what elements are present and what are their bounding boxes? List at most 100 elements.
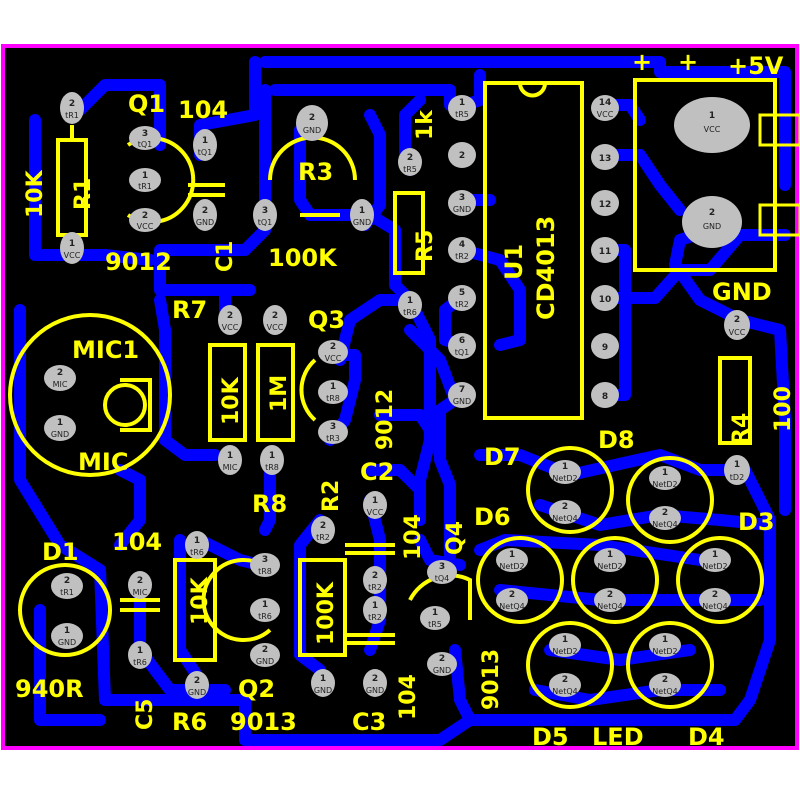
pad-label: VCC [137, 222, 154, 231]
pad-label: VCC [267, 323, 284, 332]
u1-chip: CD4013 [532, 216, 560, 320]
q4-name: Q4 [443, 521, 468, 555]
d3-label: D3 [738, 508, 775, 536]
pad-label: tR2 [455, 252, 469, 261]
svg-text:8: 8 [602, 392, 608, 402]
r6-name: R6 [172, 708, 207, 736]
gnd-label: GND [712, 278, 772, 306]
svg-text:12: 12 [599, 200, 612, 210]
power-5v-label: +5V [728, 52, 784, 80]
pad-label: VCC [729, 328, 746, 337]
svg-text:14: 14 [599, 98, 612, 108]
pad-label: GND [366, 686, 384, 695]
svg-text:2: 2 [439, 654, 445, 664]
pad-label: NetD2 [652, 480, 677, 489]
pad-label: GND [453, 397, 471, 406]
svg-text:2: 2 [662, 508, 668, 518]
pad-label: tR6 [258, 612, 272, 621]
silkscreen-labels: + + +5V GND R1 10K Q1 9012 104 C1 R3 100… [15, 48, 796, 751]
svg-text:2: 2 [712, 590, 718, 600]
r8-name: R8 [252, 490, 287, 518]
svg-text:2: 2 [227, 311, 233, 321]
svg-text:1: 1 [330, 382, 336, 392]
c1-name: C1 [213, 241, 238, 272]
svg-text:1: 1 [57, 418, 63, 428]
r5-value: 1k [413, 109, 438, 140]
svg-text:2: 2 [407, 153, 413, 163]
svg-text:2: 2 [142, 211, 148, 221]
d1-value: 940R [15, 675, 84, 703]
pad-label: NetQ4 [702, 602, 727, 611]
pad-label: tQ1 [455, 348, 470, 357]
r2-name: R2 [319, 480, 344, 512]
pad-label: VCC [367, 508, 384, 517]
pad-label: tR6 [190, 548, 204, 557]
svg-text:1: 1 [194, 536, 200, 546]
r7-name: R7 [172, 296, 207, 324]
q1-name: Q1 [128, 90, 165, 118]
r3-name: R3 [298, 158, 333, 186]
d1-name: D1 [42, 538, 79, 566]
svg-text:1: 1 [562, 462, 568, 472]
svg-text:1: 1 [607, 550, 613, 560]
q3-type: 9012 [373, 389, 398, 450]
pad-label: NetQ4 [652, 520, 677, 529]
svg-text:1: 1 [262, 600, 268, 610]
svg-text:10: 10 [599, 295, 612, 305]
c2-value: 104 [401, 514, 426, 560]
pad-label: NetD2 [552, 647, 577, 656]
u1-outline [483, 81, 584, 420]
svg-text:2: 2 [330, 342, 336, 352]
pad-label: tR5 [428, 620, 442, 629]
pad-label: tR2 [368, 583, 382, 592]
pad-label: tR8 [326, 394, 340, 403]
pad-label: NetD2 [597, 562, 622, 571]
svg-text:2: 2 [309, 113, 315, 123]
svg-text:1: 1 [662, 635, 668, 645]
svg-text:1: 1 [407, 296, 413, 306]
pad-label: tR1 [65, 111, 79, 120]
pad-label: NetQ4 [552, 687, 577, 696]
d7-label: D7 [484, 443, 521, 471]
pad-label: MIC [223, 463, 238, 472]
svg-text:3: 3 [142, 129, 148, 139]
mic-name: MIC1 [72, 336, 139, 364]
pad-label: tQ4 [435, 574, 450, 583]
led-d4-outline [626, 621, 714, 709]
svg-text:1: 1 [459, 98, 465, 108]
r8-value: 1M [267, 375, 292, 412]
pad-label: tQ1 [258, 218, 273, 227]
svg-text:1: 1 [734, 460, 740, 470]
svg-text:2: 2 [562, 502, 568, 512]
r4-name: R4 [729, 413, 754, 445]
svg-text:1: 1 [709, 111, 715, 121]
led-d7-outline [526, 446, 614, 534]
mic-outline [8, 313, 172, 477]
pad-label: GND [188, 688, 206, 697]
pad-label: tR3 [326, 434, 340, 443]
svg-text:13: 13 [599, 154, 612, 164]
svg-text:1: 1 [69, 239, 75, 249]
svg-text:1: 1 [372, 601, 378, 611]
svg-text:2: 2 [57, 368, 63, 378]
svg-text:3: 3 [262, 555, 268, 565]
svg-text:2: 2 [64, 576, 70, 586]
pad-label: tR8 [258, 567, 272, 576]
svg-text:1: 1 [509, 550, 515, 560]
svg-text:1: 1 [372, 496, 378, 506]
pad-label: NetD2 [552, 474, 577, 483]
pad-label: VCC [222, 323, 239, 332]
pad-label: tR8 [265, 463, 279, 472]
svg-text:3: 3 [439, 562, 445, 572]
r4-value: 100 [771, 386, 796, 432]
pad-label: tR1 [138, 182, 152, 191]
u1-name: U1 [500, 244, 528, 280]
r6-value: 10K [188, 576, 213, 625]
svg-text:2: 2 [662, 675, 668, 685]
power-plus-2: + [678, 48, 698, 76]
led-d-mid-outline [571, 536, 659, 624]
r1-name: R1 [71, 178, 96, 210]
pad-label: VCC [704, 125, 721, 134]
pad-label: tR2 [368, 613, 382, 622]
